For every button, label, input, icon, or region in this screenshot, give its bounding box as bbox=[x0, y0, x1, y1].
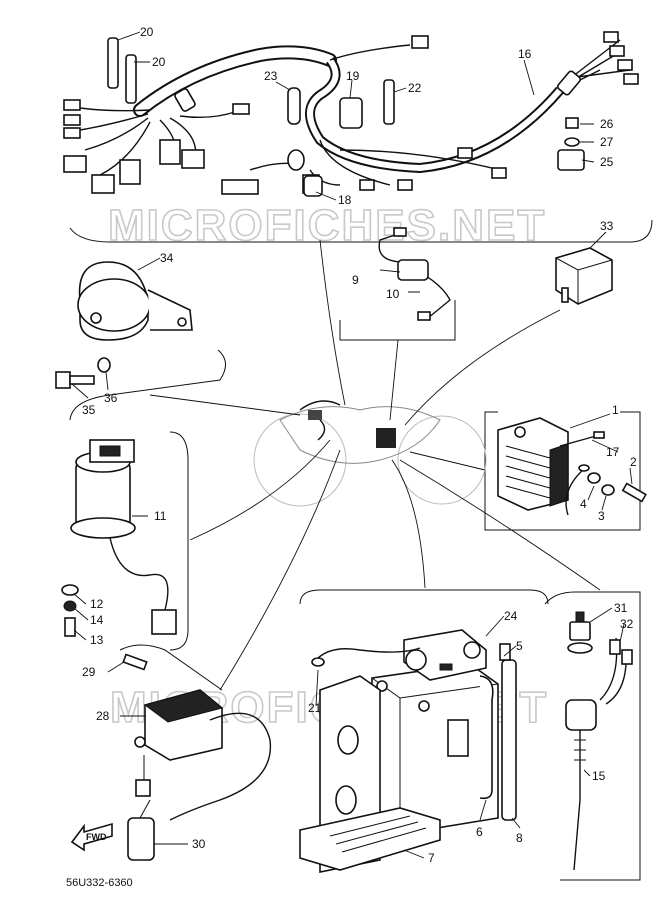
callout-labels: 20 20 23 19 22 16 26 27 25 18 33 34 9 10… bbox=[82, 25, 637, 865]
switch-nut bbox=[63, 600, 77, 612]
connector-tube bbox=[287, 87, 301, 125]
callout-25: 25 bbox=[600, 155, 614, 169]
cdi-group-bracket bbox=[119, 644, 223, 691]
callout-16: 16 bbox=[518, 47, 532, 61]
callout-3: 3 bbox=[598, 509, 605, 523]
battery-bolt bbox=[499, 643, 511, 661]
callout-1: 1 bbox=[612, 403, 619, 417]
callout-20: 20 bbox=[152, 55, 166, 69]
callout-27: 27 bbox=[600, 135, 614, 149]
switch-group-bracket bbox=[544, 591, 641, 881]
leader-switch bbox=[189, 439, 331, 541]
battery-holder bbox=[299, 675, 441, 873]
cord-clamp bbox=[303, 175, 323, 197]
svg-text:FWD: FWD bbox=[86, 832, 107, 842]
callout-23: 23 bbox=[264, 69, 278, 83]
relay-mount-hardware bbox=[557, 117, 585, 171]
motorcycle-outline bbox=[253, 400, 487, 507]
wire-band-clip bbox=[107, 37, 137, 104]
cdi-screw bbox=[122, 653, 148, 671]
callout-34: 34 bbox=[160, 251, 174, 265]
callout-17: 17 bbox=[606, 445, 620, 459]
main-switch bbox=[70, 439, 177, 635]
callout-20: 20 bbox=[140, 25, 154, 39]
harness-group-bracket bbox=[69, 219, 653, 243]
callout-19: 19 bbox=[346, 69, 360, 83]
callout-2: 2 bbox=[630, 455, 637, 469]
battery bbox=[371, 629, 499, 835]
callout-18: 18 bbox=[338, 193, 352, 207]
spark-plug-cap bbox=[127, 799, 155, 861]
callout-30: 30 bbox=[192, 837, 206, 851]
callout-12: 12 bbox=[90, 597, 104, 611]
neutral-switch bbox=[567, 611, 593, 654]
callout-35: 35 bbox=[82, 403, 96, 417]
leader-cdi bbox=[219, 449, 341, 691]
callout-8: 8 bbox=[516, 831, 523, 845]
callout-14: 14 bbox=[90, 613, 104, 627]
leader-horn bbox=[149, 394, 301, 416]
callout-24: 24 bbox=[504, 609, 518, 623]
switch-screw bbox=[64, 617, 76, 637]
leader-battery bbox=[391, 459, 426, 589]
leader-harness bbox=[319, 239, 346, 406]
horn-group-bracket bbox=[69, 349, 226, 421]
breather-pipe bbox=[501, 659, 517, 821]
callout-6: 6 bbox=[476, 825, 483, 839]
callout-13: 13 bbox=[90, 633, 104, 647]
ignition-switch-bracket bbox=[169, 431, 189, 651]
battery-band bbox=[479, 675, 494, 800]
relay bbox=[555, 247, 613, 305]
callout-29: 29 bbox=[82, 665, 96, 679]
battery-minus-lead bbox=[315, 647, 421, 661]
catalog-code: 56U332-6360 bbox=[66, 877, 133, 889]
bolt bbox=[621, 482, 647, 503]
washer bbox=[587, 472, 601, 484]
callout-26: 26 bbox=[600, 117, 614, 131]
switch-washer bbox=[61, 584, 79, 596]
ignition-coil-lead bbox=[378, 227, 451, 321]
coil-group-bracket bbox=[339, 300, 456, 341]
watermark-top: MICROFICHES.NET bbox=[108, 201, 546, 250]
band bbox=[383, 79, 395, 125]
fwd-arrow: FWD bbox=[70, 822, 113, 852]
horn-bolt bbox=[55, 371, 95, 389]
callout-21: 21 bbox=[308, 701, 322, 715]
callout-33: 33 bbox=[600, 219, 614, 233]
callout-28: 28 bbox=[96, 709, 110, 723]
callout-9: 9 bbox=[352, 273, 359, 287]
cdi-unit bbox=[134, 689, 272, 821]
lock-washer bbox=[97, 357, 111, 373]
callout-22: 22 bbox=[408, 81, 422, 95]
callout-4: 4 bbox=[580, 497, 587, 511]
callout-11: 11 bbox=[154, 509, 167, 523]
horn bbox=[77, 261, 193, 341]
leader-regulator bbox=[409, 451, 486, 471]
neutral-switch-lead bbox=[565, 637, 633, 871]
callout-15: 15 bbox=[592, 769, 606, 783]
callout-10: 10 bbox=[386, 287, 400, 301]
callout-leaders bbox=[71, 31, 633, 859]
leader-coil bbox=[389, 339, 399, 421]
callout-32: 32 bbox=[620, 617, 634, 631]
rectifier-regulator bbox=[497, 417, 605, 516]
leader-neutral-switch bbox=[399, 459, 601, 591]
callout-36: 36 bbox=[104, 391, 118, 405]
regulator-group-bracket bbox=[484, 411, 641, 531]
battery-group-bracket bbox=[299, 589, 549, 605]
callout-7: 7 bbox=[428, 851, 435, 865]
lead-terminal bbox=[311, 657, 325, 667]
callout-5: 5 bbox=[516, 639, 523, 653]
wire-harness bbox=[63, 31, 639, 195]
clamp bbox=[339, 97, 363, 129]
nut bbox=[601, 484, 615, 496]
callout-31: 31 bbox=[614, 601, 628, 615]
leader-relay bbox=[404, 309, 561, 426]
